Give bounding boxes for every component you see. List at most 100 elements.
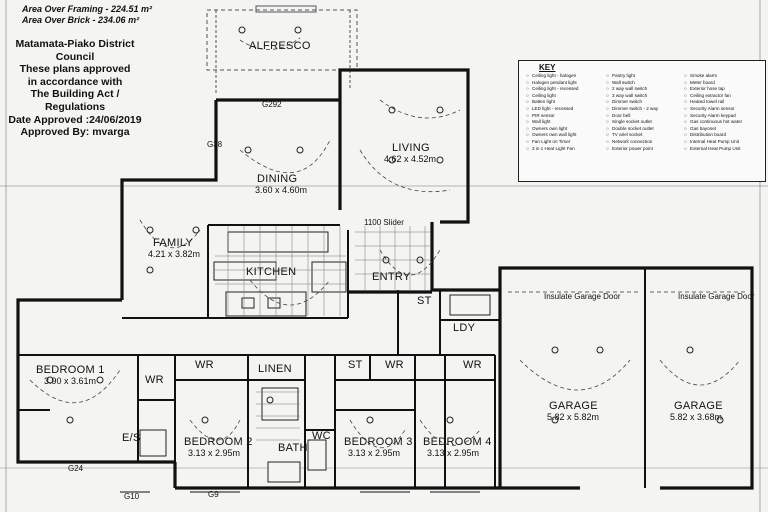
room-bedroom-2-dim: 3.13 x 2.95m — [188, 448, 241, 458]
key-item: ○Security Alarm keypad — [681, 113, 742, 120]
key-item-label: Ceiling light — [532, 92, 556, 98]
key-item: ○Heated towel rail — [681, 99, 742, 106]
key-item-label: External Heat Pump Unit — [690, 145, 741, 151]
key-item-label: Gas bayonet — [690, 125, 717, 131]
key-symbol-icon: ○ — [684, 112, 687, 118]
key-item: ○Dimmer switch — [603, 99, 658, 106]
key-item: ○TV ariel socket — [603, 132, 658, 139]
key-item-label: Door bell — [612, 112, 631, 118]
key-symbol-icon: ○ — [684, 79, 687, 85]
key-item: ○Distribution board — [681, 132, 742, 139]
key-item: ○Meter board — [681, 80, 742, 87]
key-symbol-icon: ○ — [684, 99, 687, 105]
key-item: ○Exterior hose tap — [681, 86, 742, 93]
key-item: ○Ceiling light — [523, 93, 578, 100]
room-ensuite: E/S — [122, 432, 141, 444]
key-item: ○Batten light — [523, 99, 578, 106]
key-symbol-icon: ○ — [606, 86, 609, 92]
note-g24: G24 — [68, 464, 84, 473]
room-dining: DINING — [257, 173, 298, 185]
room-bedroom-1-dim: 3.90 x 3.61m — [44, 376, 97, 386]
key-item: ○Ceiling light - recessed — [523, 86, 578, 93]
key-symbol-icon: ○ — [606, 112, 609, 118]
key-item: ○Network connection — [603, 139, 658, 146]
key-item: ○External Heat Pump Unit — [681, 146, 742, 153]
key-item: ○Dimmer switch - 2 way — [603, 106, 658, 113]
key-symbol-icon: ○ — [606, 99, 609, 105]
key-symbol-icon: ○ — [526, 138, 529, 144]
room-garage-1: GARAGE — [549, 400, 598, 412]
room-wr-4: WR — [463, 359, 482, 371]
key-symbol-icon: ○ — [526, 86, 529, 92]
key-item: ○3 way wall switch — [603, 93, 658, 100]
key-symbol-icon: ○ — [684, 86, 687, 92]
key-item: ○Single socket outlet — [603, 119, 658, 126]
room-garage-2: GARAGE — [674, 400, 723, 412]
key-item-label: Heated towel rail — [690, 99, 725, 105]
key-item-label: Wall switch — [612, 79, 635, 85]
key-item-label: Wall light — [532, 119, 551, 125]
key-item-label: Exterior hose tap — [690, 86, 725, 92]
key-item-label: Owners own light — [532, 125, 568, 131]
room-st-1: ST — [348, 359, 363, 371]
room-family-dim: 4.21 x 3.82m — [148, 249, 201, 259]
key-item-label: Ceiling extractor fan — [690, 92, 731, 98]
key-item: ○Gas continuous hot water — [681, 119, 742, 126]
key-symbol-icon: ○ — [606, 132, 609, 138]
key-symbol-icon: ○ — [684, 138, 687, 144]
key-item: ○Fan Light on Timer — [523, 139, 578, 146]
area-brick: Area Over Brick - 234.06 m² — [22, 15, 140, 25]
key-item: ○Owners own light — [523, 126, 578, 133]
room-linen: LINEN — [258, 363, 292, 375]
key-symbol-icon: ○ — [526, 119, 529, 125]
key-symbol-icon: ○ — [526, 73, 529, 78]
key-item-label: TV ariel socket — [612, 132, 643, 138]
area-framing: Area Over Framing - 224.51 m² — [22, 4, 153, 14]
key-item-label: LED light - recessed — [532, 105, 574, 111]
key-item-label: Security Alarm keypad — [690, 112, 736, 118]
key-symbol-icon: ○ — [606, 105, 609, 111]
key-item-label: Owners own wall light — [532, 132, 577, 138]
key-item-label: Pantry light — [612, 73, 635, 78]
stamp-line-2: Council — [55, 50, 95, 63]
key-item-label: Double socket outlet — [612, 125, 654, 131]
key-item: ○Door bell — [603, 113, 658, 120]
area-summary: Area Over Framing - 224.51 m² Area Over … — [22, 4, 152, 26]
key-item-label: Exterior power point — [612, 145, 653, 151]
key-item-label: Distribution board — [690, 132, 727, 138]
key-item: ○Ceiling light - halogen — [523, 73, 578, 80]
stamp-line-7: Date Approved :24/06/2019 — [8, 113, 142, 126]
room-bath: BATH — [278, 442, 308, 454]
key-column-1: ○Ceiling light - halogen○Halogen pendant… — [523, 73, 578, 152]
note-slider: 1100 Slider — [364, 218, 404, 227]
stamp-line-6: Regulations — [44, 100, 106, 113]
room-ldy: LDY — [453, 322, 476, 334]
key-item-label: Ceiling light - recessed — [532, 86, 579, 92]
key-item: ○Smoke alarm — [681, 73, 742, 80]
key-item-label: PIR sensor — [532, 112, 555, 118]
key-item: ○2 way wall switch — [603, 86, 658, 93]
key-item: ○Gas bayonet — [681, 126, 742, 133]
room-garage-2-dim: 5.82 x 3.68m — [670, 412, 723, 422]
room-living: LIVING — [392, 142, 430, 154]
room-living-dim: 4.62 x 4.52m — [384, 154, 437, 164]
electrical-key-legend: KEY ○Ceiling light - halogen○Halogen pen… — [518, 60, 766, 182]
key-symbol-icon: ○ — [606, 125, 609, 131]
room-bedroom-4-dim: 3.13 x 2.95m — [427, 448, 480, 458]
key-item-label: Single socket outlet — [612, 119, 652, 125]
room-wc: WC — [312, 430, 331, 442]
stamp-line-4: in accordance with — [27, 75, 123, 88]
key-item-label: Meter board — [690, 79, 715, 85]
key-symbol-icon: ○ — [606, 73, 609, 78]
room-dining-dim: 3.60 x 4.60m — [255, 185, 308, 195]
key-item-label: Dimmer switch - 2 way — [612, 105, 659, 111]
key-item-label: Halogen pendant light — [532, 79, 577, 85]
room-family: FAMILY — [153, 237, 194, 249]
key-symbol-icon: ○ — [606, 79, 609, 85]
key-symbol-icon: ○ — [684, 132, 687, 138]
key-symbol-icon: ○ — [684, 92, 687, 98]
key-item-label: Network connection — [612, 138, 653, 144]
key-symbol-icon: ○ — [526, 92, 529, 98]
key-symbol-icon: ○ — [526, 99, 529, 105]
key-item: ○Wall light — [523, 119, 578, 126]
